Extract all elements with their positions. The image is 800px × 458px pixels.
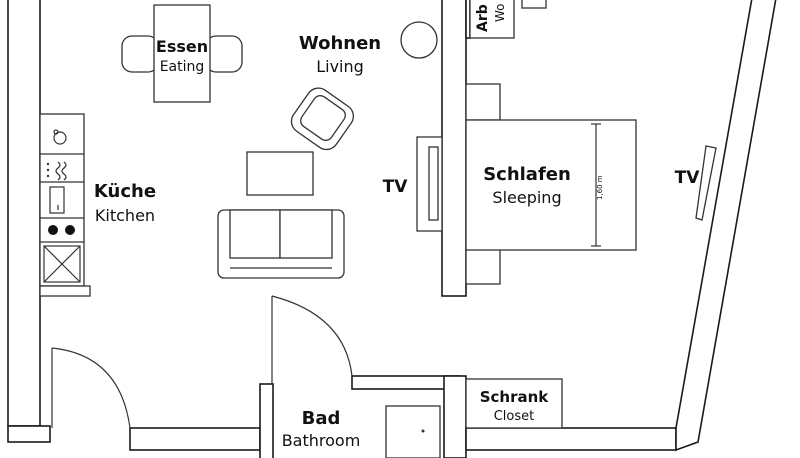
essen-title: Essen bbox=[156, 37, 208, 56]
essen-subtitle: Eating bbox=[160, 59, 205, 75]
arbeit-title: Arb bbox=[475, 4, 491, 32]
left-outer-wall bbox=[7, 0, 41, 427]
washing-machine-icon bbox=[53, 129, 67, 145]
wohnen-title: Wohnen bbox=[299, 33, 381, 54]
bathroom-door-arc bbox=[271, 295, 353, 377]
center-wall bbox=[441, 0, 467, 297]
stove-icon bbox=[48, 225, 75, 235]
bed bbox=[465, 119, 637, 251]
kitchen-counter bbox=[39, 113, 85, 287]
bathroom-left-wall bbox=[259, 383, 274, 458]
kueche-subtitle: Kitchen bbox=[95, 206, 155, 225]
work-chair bbox=[521, 0, 547, 9]
tv-screen-living bbox=[428, 146, 439, 221]
schlafen-subtitle: Sleeping bbox=[492, 188, 561, 207]
right-slanted-wall bbox=[675, 0, 777, 452]
schrank-subtitle: Closet bbox=[494, 409, 535, 424]
tv-bedroom-label: TV bbox=[675, 168, 701, 188]
tv-screen-bedroom bbox=[695, 145, 717, 221]
round-side-table bbox=[400, 21, 438, 59]
arbeit-subtitle: Wo bbox=[493, 3, 507, 22]
schlafen-title: Schlafen bbox=[483, 164, 571, 185]
dining-chair-left bbox=[121, 35, 159, 73]
dishwasher-icon bbox=[46, 161, 67, 181]
sink-icon bbox=[43, 245, 81, 283]
wohnen-subtitle: Living bbox=[316, 57, 364, 76]
shower-drain bbox=[421, 429, 425, 433]
closet bbox=[465, 378, 563, 429]
bad-subtitle: Bathroom bbox=[282, 431, 361, 450]
kueche-title: Küche bbox=[94, 181, 156, 202]
left-wall-stub bbox=[7, 425, 51, 443]
tv-living-label: TV bbox=[383, 177, 409, 197]
shower-cabinet bbox=[385, 405, 441, 458]
kitchen-base bbox=[39, 285, 91, 297]
armchair bbox=[290, 87, 355, 151]
dining-table bbox=[153, 4, 211, 103]
closet-wall bbox=[465, 427, 677, 451]
schrank-title: Schrank bbox=[480, 388, 550, 406]
work-desk bbox=[469, 0, 515, 39]
nightstand-top bbox=[465, 83, 501, 121]
coffee-table bbox=[246, 151, 314, 196]
bed-width-label: 1,60 m bbox=[596, 175, 604, 200]
entry-door-arc bbox=[51, 347, 131, 429]
bathroom-right-wall bbox=[443, 375, 467, 458]
bad-title: Bad bbox=[302, 408, 341, 429]
fridge-icon bbox=[49, 186, 65, 214]
bottom-wall-left bbox=[129, 427, 261, 451]
sofa-seat-right bbox=[279, 209, 333, 259]
nightstand-bottom bbox=[465, 247, 501, 285]
sofa-seat-left bbox=[229, 209, 281, 259]
dining-chair-right bbox=[205, 35, 243, 73]
